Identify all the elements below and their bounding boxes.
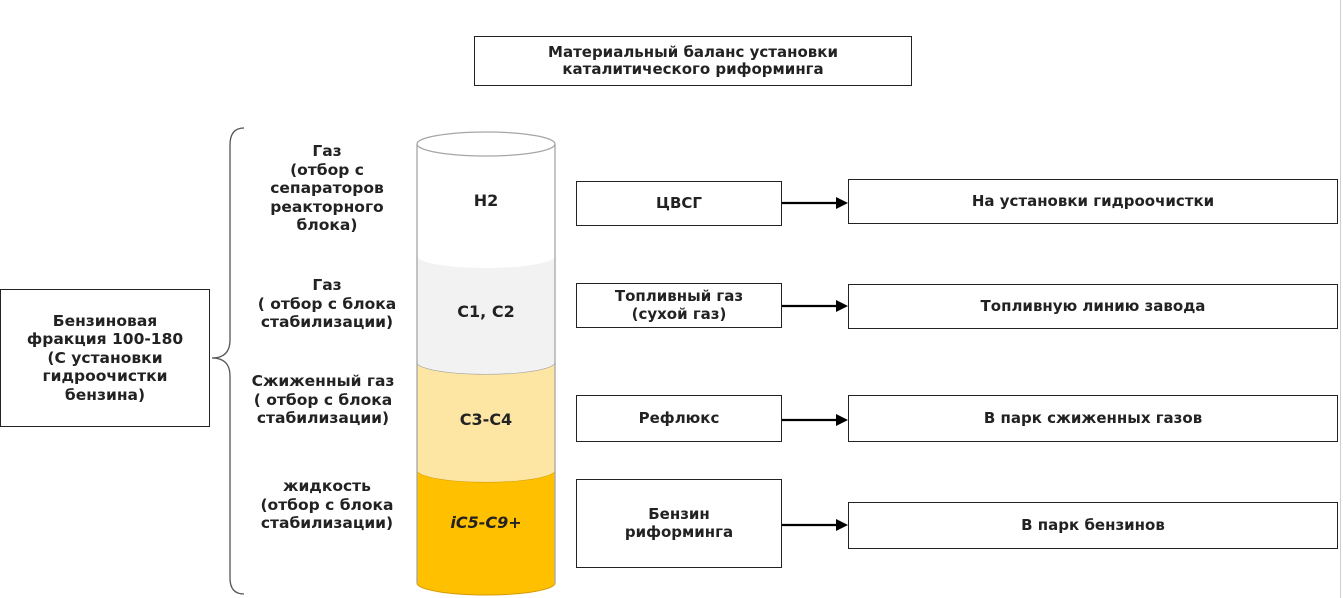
product-line: Рефлюкс (638, 408, 720, 427)
product-line: (сухой газ) (631, 304, 727, 323)
component-c3c4: C3-C4 (459, 410, 513, 429)
product-box-reformate: Бензин риформинга (576, 479, 782, 568)
feed-line: бензина) (64, 385, 146, 404)
arrow-row-2 (782, 300, 848, 312)
column-band-gas (417, 256, 555, 374)
product-box-reflux: Рефлюкс (576, 395, 782, 442)
product-box-cvsg: ЦВСГ (576, 181, 782, 226)
column-bottom (416, 582, 556, 596)
arrow-row-4 (782, 519, 848, 531)
column-band-liquid (417, 470, 555, 595)
product-line: Топливный газ (614, 287, 744, 306)
label-line: жидкость (283, 477, 371, 495)
page-edge-rule (1340, 0, 1341, 598)
product-line: ЦВСГ (656, 193, 702, 212)
label-line: стабилизации) (256, 409, 390, 428)
title-line-2: каталитического риформинга (562, 60, 824, 78)
product-box-fuel-gas: Топливный газ (сухой газ) (576, 283, 782, 328)
label-line: сепараторов (270, 179, 384, 198)
title-line-1: Материальный баланс установки (548, 42, 838, 61)
feed-line: (С установки (47, 348, 163, 367)
feed-line: фракция 100-180 (26, 330, 184, 349)
component-c1c2: C1, C2 (457, 302, 515, 321)
label-line: ( отбор с блока (257, 294, 397, 313)
feed-line: гидроочистки (42, 367, 168, 386)
label-line: стабилизации) (260, 514, 394, 533)
product-line: Бензин (648, 505, 710, 524)
label-line: ( отбор с блока (253, 390, 393, 409)
label-line: Сжиженный газ (251, 372, 395, 390)
feed-source-box: Бензиновая фракция 100-180 (С установки … (0, 289, 210, 427)
column-band-h2 (417, 144, 555, 268)
arrow-row-1 (782, 197, 848, 209)
arrow-row-3 (782, 414, 848, 426)
destination-box-hydrotreating: На установки гидроочистки (848, 179, 1338, 224)
product-line: риформинга (624, 522, 734, 541)
destination-box-lpg-park: В парк сжиженных газов (848, 395, 1338, 442)
destination-box-gasoline-park: В парк бензинов (848, 502, 1338, 549)
level-label-liquid: жидкость (отбор с блока стабилизации) (240, 477, 414, 533)
destination-box-fuel-line: Топливную линию завода (848, 284, 1338, 329)
label-line: (отбор с блока (260, 495, 394, 514)
diagram-title: Материальный баланс установки каталитиче… (474, 36, 912, 86)
level-label-h2: Газ (отбор с сепараторов реакторного бло… (248, 142, 406, 235)
component-ic5c9: iC5-C9+ (450, 513, 522, 532)
label-line: (отбор с (290, 160, 364, 179)
label-line: реакторного (270, 197, 384, 216)
component-h2: H2 (473, 191, 499, 210)
feed-line: Бензиновая (52, 311, 158, 330)
level-label-c3c4: Сжиженный газ ( отбор с блока стабилизац… (232, 372, 414, 428)
label-line: блока) (296, 216, 358, 235)
column-top (416, 131, 556, 157)
label-line: Газ (312, 276, 342, 294)
column-band-lpg (417, 362, 555, 482)
curly-brace (211, 127, 245, 595)
label-line: Газ (312, 142, 342, 160)
level-label-c1c2: Газ ( отбор с блока стабилизации) (240, 276, 414, 332)
label-line: стабилизации) (260, 313, 394, 332)
